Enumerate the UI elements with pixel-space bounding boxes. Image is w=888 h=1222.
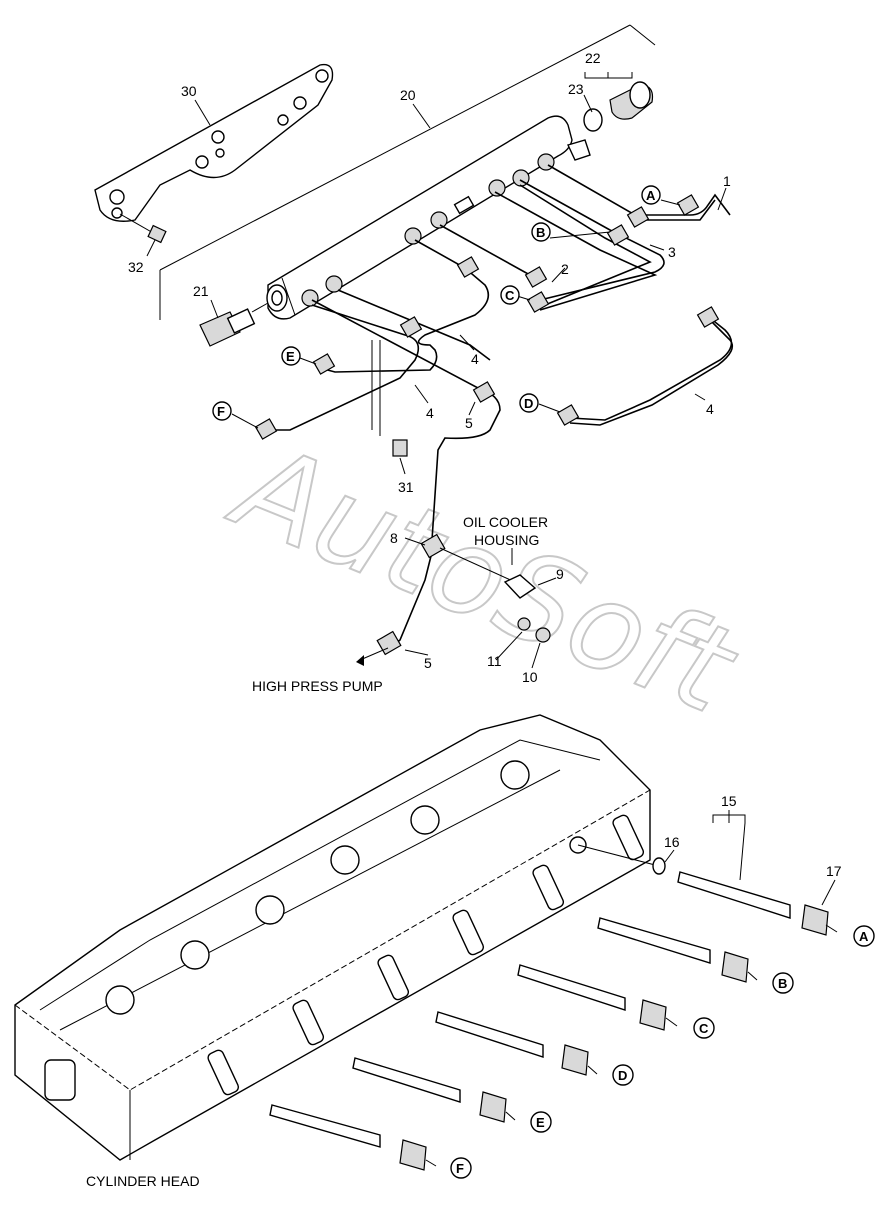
letter-badge-b-top: B xyxy=(531,222,551,242)
svg-text:E: E xyxy=(536,1115,545,1130)
svg-text:B: B xyxy=(536,225,545,240)
callout-31: 31 xyxy=(398,479,414,495)
bolt-32 xyxy=(119,213,167,244)
callout-23: 23 xyxy=(568,81,584,97)
letter-badge-f-bottom: F xyxy=(450,1157,472,1179)
letter-badge-e-bottom: E xyxy=(530,1111,552,1133)
letter-badge-c-bottom: C xyxy=(693,1017,715,1039)
callout-1: 1 xyxy=(723,173,731,189)
letter-badge-e-top: E xyxy=(281,346,301,366)
svg-text:D: D xyxy=(618,1068,627,1083)
letter-badge-d-top: D xyxy=(519,393,539,413)
bracket-30 xyxy=(94,63,334,222)
callout-11: 11 xyxy=(487,653,502,669)
svg-text:F: F xyxy=(217,404,225,419)
callout-17: 17 xyxy=(826,863,842,879)
svg-text:C: C xyxy=(699,1021,709,1036)
pressure-sensor-21 xyxy=(199,302,269,347)
svg-text:D: D xyxy=(524,396,533,411)
callout-numbers: 1 2 3 4 4 4 5 5 8 9 10 11 15 16 17 20 21… xyxy=(128,50,842,879)
letter-badge-b-bottom: B xyxy=(772,972,794,994)
callout-4-b: 4 xyxy=(426,405,434,421)
callout-15: 15 xyxy=(721,793,737,809)
relief-valve-22 xyxy=(583,72,654,132)
oil-cooler-label-line2: HOUSING xyxy=(474,532,539,548)
svg-text:B: B xyxy=(778,976,787,991)
callout-5-a: 5 xyxy=(465,415,473,431)
callout-22: 22 xyxy=(585,50,601,66)
connector-tubes xyxy=(269,857,829,1171)
fuel-rail-20 xyxy=(266,115,591,320)
letter-badge-a-bottom: A xyxy=(853,925,875,947)
callout-4-c: 4 xyxy=(706,401,714,417)
circled-letters-bottom: A B C D E F xyxy=(450,925,875,1179)
svg-text:C: C xyxy=(505,288,515,303)
bolt-31 xyxy=(371,340,408,457)
callout-2: 2 xyxy=(561,261,569,277)
svg-text:A: A xyxy=(859,929,869,944)
callout-20: 20 xyxy=(400,87,416,103)
high-press-pump-label: HIGH PRESS PUMP xyxy=(252,678,383,694)
svg-text:F: F xyxy=(456,1161,464,1176)
letter-badge-a-top: A xyxy=(641,185,661,205)
text-labels: OIL COOLER HOUSING HIGH PRESS PUMP CYLIN… xyxy=(86,514,548,1189)
leader-lines xyxy=(146,24,838,1167)
letter-badge-d-bottom: D xyxy=(612,1064,634,1086)
letter-badge-c-top: C xyxy=(500,285,520,305)
cylinder-head-label: CYLINDER HEAD xyxy=(86,1173,200,1189)
callout-9: 9 xyxy=(556,566,564,582)
letter-badge-f-top: F xyxy=(212,401,232,421)
svg-text:A: A xyxy=(646,188,656,203)
callout-16: 16 xyxy=(664,834,680,850)
svg-text:E: E xyxy=(286,349,295,364)
callout-32: 32 xyxy=(128,259,144,275)
callout-3: 3 xyxy=(668,244,676,260)
callout-8: 8 xyxy=(390,530,398,546)
callout-30: 30 xyxy=(181,83,197,99)
callout-5-b: 5 xyxy=(424,655,432,671)
cylinder-head xyxy=(14,714,656,1161)
line-nuts xyxy=(254,194,720,656)
callout-21: 21 xyxy=(193,283,209,299)
callout-10: 10 xyxy=(522,669,538,685)
circled-letters-top: A B C D E F xyxy=(212,185,661,421)
callout-4-a: 4 xyxy=(471,351,479,367)
oil-cooler-label-line1: OIL COOLER xyxy=(463,514,548,530)
tee-fitting xyxy=(356,533,551,666)
